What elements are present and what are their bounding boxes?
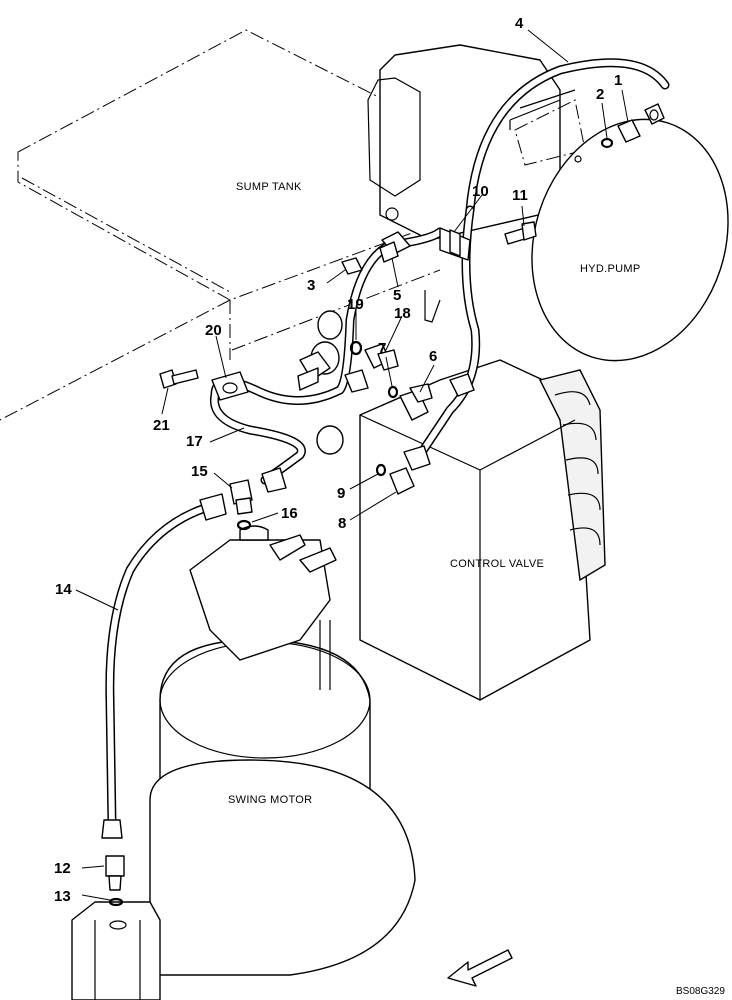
- fitting-10-clamp: [439, 227, 471, 261]
- fitting-5: [379, 231, 411, 263]
- clamp-20: [211, 371, 249, 401]
- fitting-1: [617, 103, 665, 143]
- tank-port-fittings: [297, 310, 344, 455]
- o-ring-2: [600, 137, 614, 149]
- elbow-6: [399, 383, 433, 421]
- hose-14-top-fitting: [199, 493, 227, 521]
- hydraulic-pump: HYD.PUMP: [514, 99, 729, 362]
- elbow-15: [229, 479, 253, 515]
- hose-4: [415, 58, 670, 460]
- callout-15: 15: [191, 463, 208, 480]
- callout-12: 12: [54, 860, 71, 877]
- callout-numbers: 1 2 3 4 5 6 7 8 9 10 11 12 13 14 15 16 1…: [54, 15, 622, 905]
- callout-4: 4: [515, 15, 524, 32]
- swing-motor-label: SWING MOTOR: [228, 794, 312, 806]
- callout-21: 21: [153, 417, 170, 434]
- fitting-17-end: [344, 369, 369, 393]
- callout-17: 17: [186, 433, 203, 450]
- callout-18: 18: [394, 305, 411, 322]
- hose-4-end-fitting: [449, 373, 475, 397]
- bolt-21: [159, 369, 199, 389]
- adapter-12: [105, 855, 125, 891]
- front-direction-arrow-icon: [447, 949, 513, 987]
- control-valve: CONTROL VALVE: [359, 359, 606, 701]
- sump-tank-label: SUMP TANK: [236, 181, 302, 193]
- bottom-port-block: [71, 901, 161, 1000]
- callout-6: 6: [429, 348, 437, 365]
- fitting-18: [364, 343, 399, 371]
- leader-lines: [75, 29, 629, 901]
- callout-2: 2: [596, 86, 604, 103]
- callout-16: 16: [281, 505, 298, 522]
- callout-14: 14: [55, 581, 72, 598]
- o-ring-7: [387, 385, 399, 399]
- callout-5: 5: [393, 287, 401, 304]
- control-valve-label: CONTROL VALVE: [450, 558, 544, 570]
- hyd-pump-label: HYD.PUMP: [580, 263, 640, 275]
- o-ring-13: [108, 897, 124, 907]
- callout-20: 20: [205, 322, 222, 339]
- callout-10: 10: [472, 183, 489, 200]
- bolt-11: [504, 221, 537, 245]
- hose-17-end-fitting: [261, 467, 287, 493]
- callout-19: 19: [347, 296, 364, 313]
- callout-11: 11: [512, 187, 528, 204]
- hose-14-bottom-fitting: [101, 819, 123, 839]
- o-ring-9: [375, 463, 387, 477]
- callout-13: 13: [54, 888, 71, 905]
- drawing-code: BS08G329: [676, 986, 725, 997]
- o-ring-16: [236, 519, 252, 531]
- elbow-8: [389, 445, 431, 495]
- hose-14: [105, 500, 220, 830]
- o-ring-19: [349, 340, 363, 356]
- callout-3: 3: [307, 277, 315, 294]
- hose-17: [209, 227, 445, 485]
- swing-motor: SWING MOTOR: [149, 525, 416, 976]
- callout-7: 7: [378, 340, 386, 357]
- plug-3: [341, 257, 363, 275]
- callout-9: 9: [337, 485, 345, 502]
- callout-8: 8: [338, 515, 346, 532]
- callout-1: 1: [614, 72, 622, 89]
